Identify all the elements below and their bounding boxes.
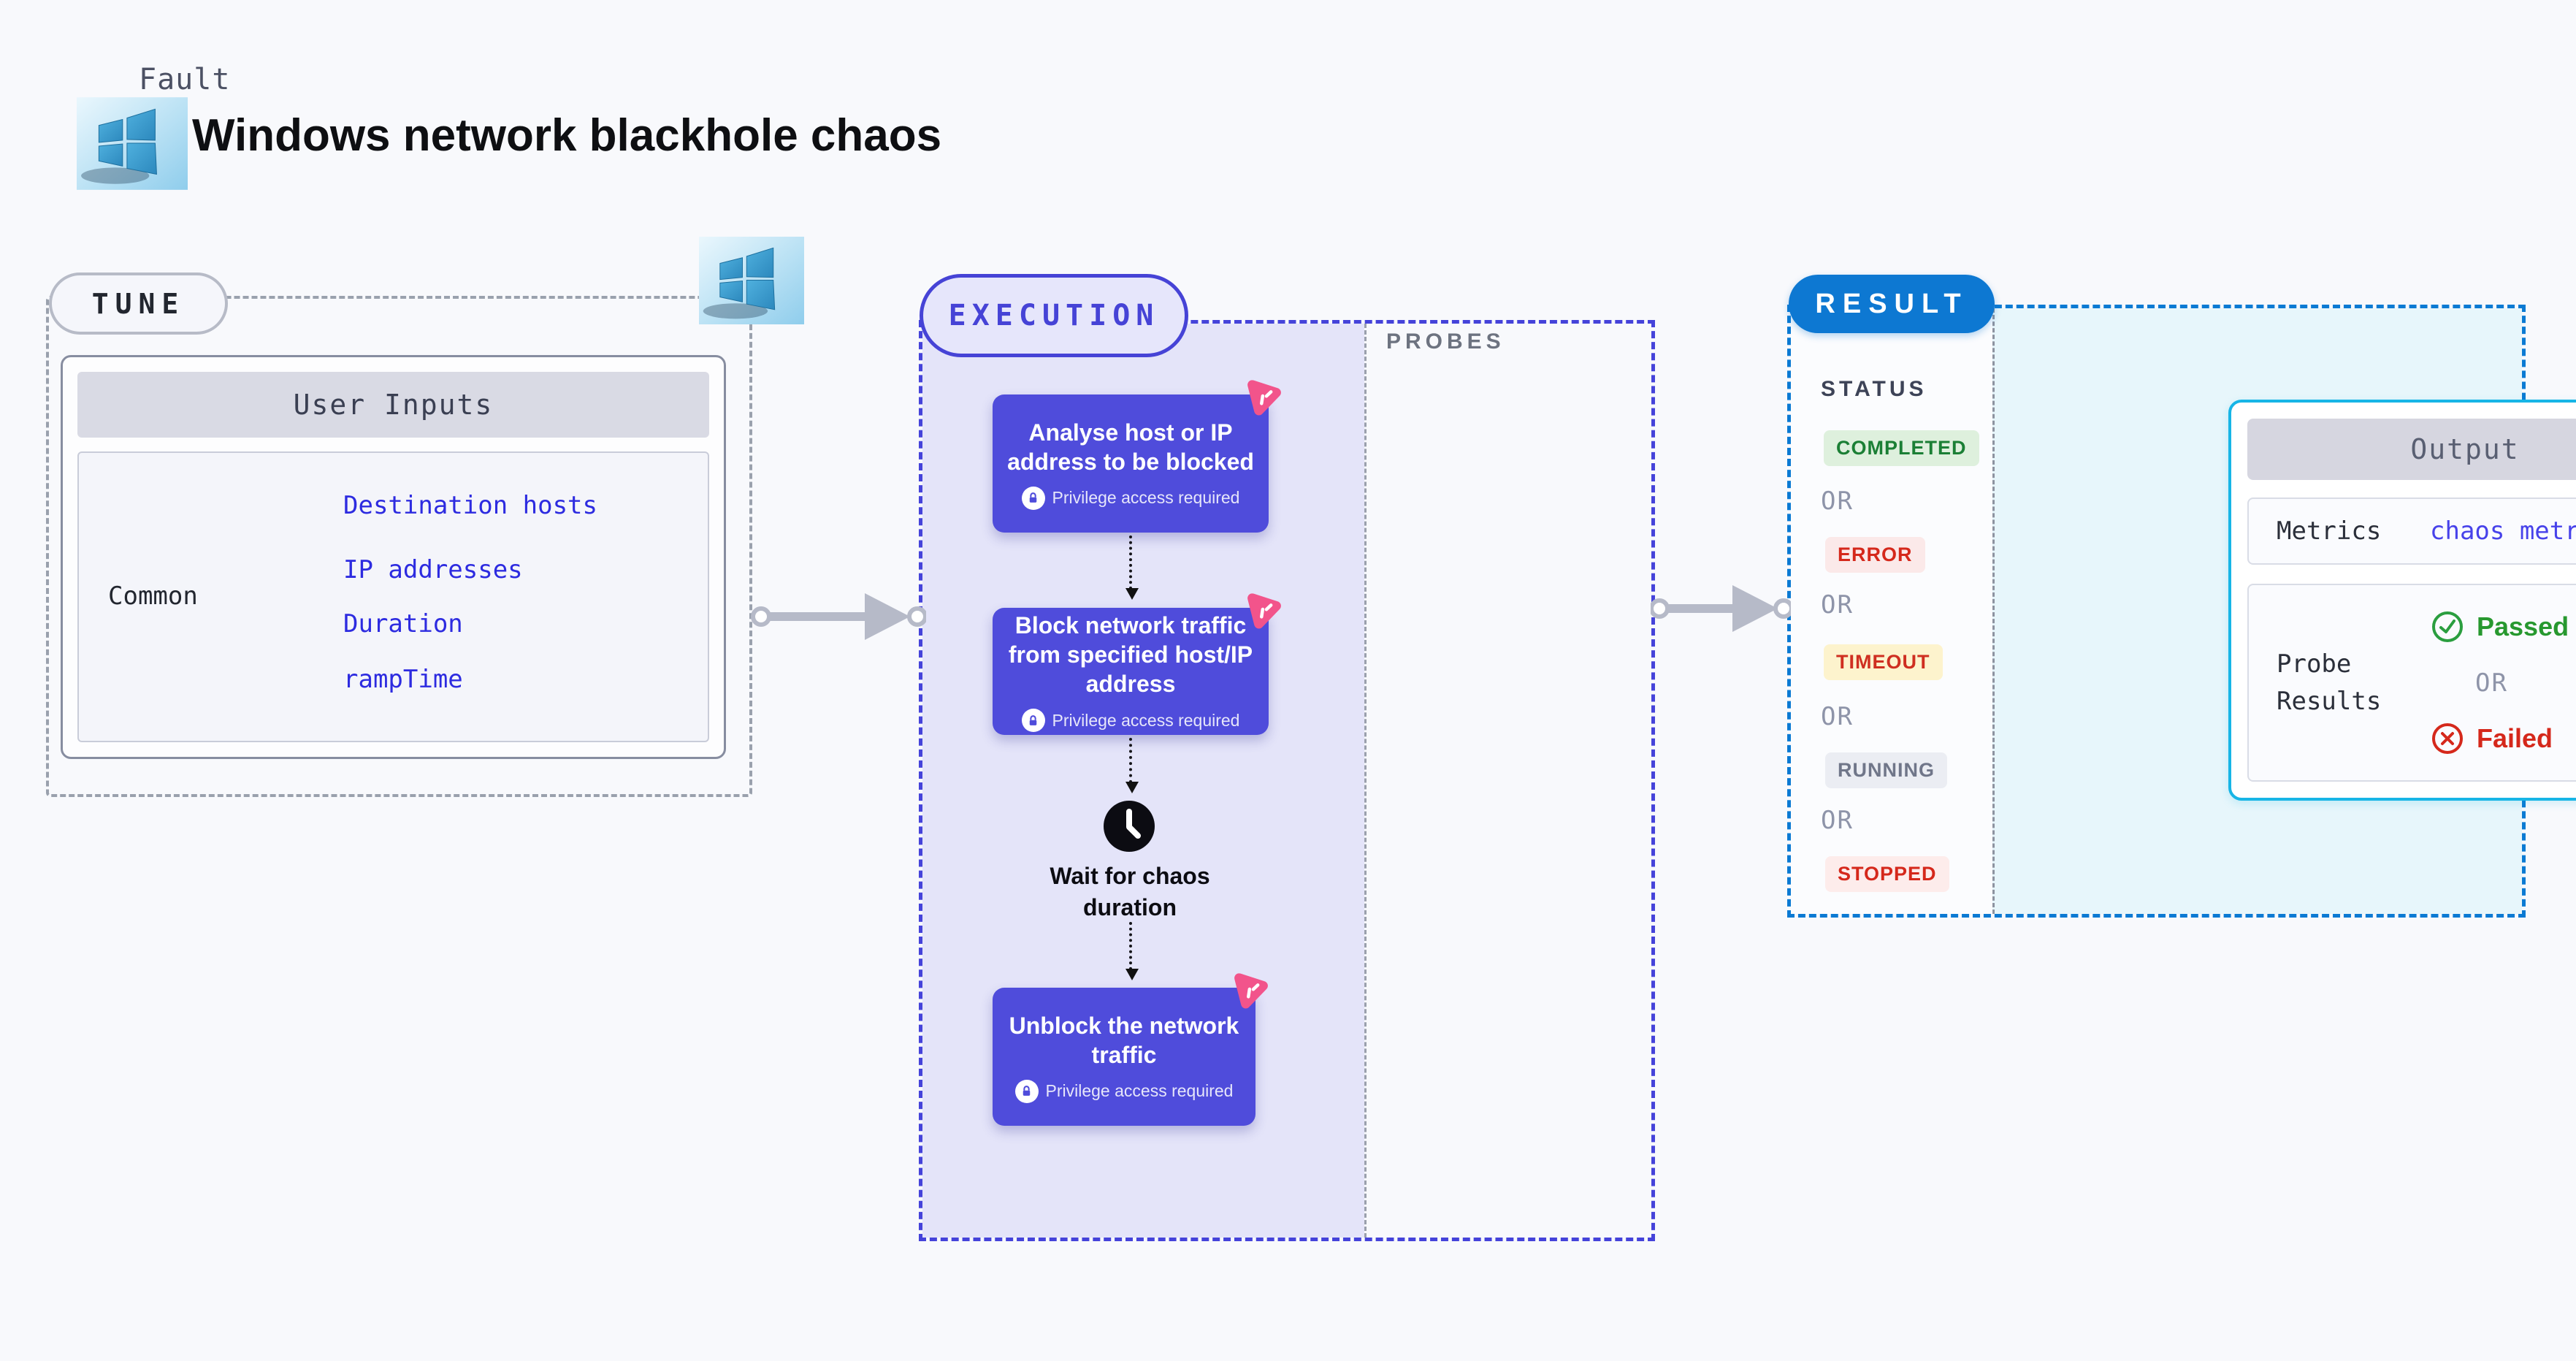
lock-icon (1014, 1079, 1039, 1103)
step-card-block-traffic: Block network traffic from specified hos… (993, 593, 1281, 735)
user-inputs-table: Common Destination hosts IP addresses Du… (77, 451, 709, 742)
execution-pill: EXECUTION (920, 274, 1188, 357)
passed-label: Passed (2477, 611, 2569, 641)
tune-to-execution-arrow (751, 593, 926, 640)
or-separator: OR (1821, 702, 1854, 731)
windows-logo-icon (699, 237, 804, 324)
result-pill: RESULT (1789, 275, 1995, 333)
or-separator: OR (1821, 487, 1854, 516)
link-ip-addresses[interactable]: IP addresses (343, 555, 523, 584)
output-header: Output (2247, 419, 2576, 481)
step-card-unblock: Unblock the network traffic Privilege ac… (993, 973, 1268, 1126)
status-panel: STATUS COMPLETED OR ERROR OR TIMEOUT OR … (1791, 308, 1992, 914)
link-destination-hosts[interactable]: Destination hosts (343, 491, 597, 520)
x-circle-icon (2432, 723, 2463, 755)
user-inputs-header: User Inputs (77, 372, 709, 438)
chaos-experiment-icon (1247, 593, 1281, 629)
page-title: Windows network blackhole chaos (192, 110, 942, 161)
chaos-experiment-icon (1234, 973, 1268, 1009)
user-inputs-card: User Inputs Common Destination hosts IP … (61, 355, 726, 759)
privilege-badge: Privilege access required (1045, 1081, 1234, 1100)
chaos-metrics-link[interactable]: chaos metrics (2430, 516, 2576, 546)
failed-label: Failed (2477, 723, 2553, 754)
probe-results-label: Probe Results (2277, 649, 2382, 716)
status-label: STATUS (1821, 377, 1927, 401)
clock-icon (1104, 801, 1155, 852)
output-card: Output Metrics chaos metrics Probe Resul… (2228, 400, 2576, 801)
step-card-analyse: Analyse host or IP address to be blocked… (993, 380, 1281, 533)
tune-pill: TUNE (49, 272, 228, 335)
or-separator: OR (1821, 590, 1854, 619)
chaos-experiment-icon (1247, 380, 1281, 416)
step-title: Block network traffic from specified hos… (1008, 612, 1253, 697)
step-title: Unblock the network traffic (1009, 1012, 1239, 1068)
flow-connector-arrow (1129, 738, 1132, 783)
metrics-row: Metrics chaos metrics (2247, 497, 2576, 565)
execution-flow-panel: Analyse host or IP address to be blocked… (922, 324, 1364, 1238)
check-circle-icon (2432, 611, 2463, 642)
status-badge-error: ERROR (1825, 537, 1925, 573)
execution-to-result-arrow (1651, 585, 1791, 632)
fault-kicker: Fault (139, 63, 231, 96)
flow-connector-arrow (1129, 922, 1132, 970)
output-panel: Output Metrics chaos metrics Probe Resul… (1992, 308, 2576, 914)
probe-results-row: Probe Results Passed OR (2247, 584, 2576, 782)
tune-section: User Inputs Common Destination hosts IP … (46, 296, 752, 797)
metrics-label: Metrics (2277, 516, 2382, 546)
link-duration[interactable]: Duration (343, 609, 463, 638)
or-separator: OR (2475, 668, 2508, 698)
status-badge-completed: COMPLETED (1824, 430, 1979, 466)
result-section: STATUS COMPLETED OR ERROR OR TIMEOUT OR … (1787, 305, 2576, 918)
probes-label: PROBES (1386, 329, 1505, 354)
probe-failed-item: Failed (2430, 721, 2569, 756)
privilege-badge: Privilege access required (1052, 710, 1240, 730)
step-title: Analyse host or IP address to be blocked (1007, 419, 1254, 475)
wait-step-label: Wait for chaos duration (1050, 863, 1210, 921)
windows-logo-icon (77, 97, 188, 190)
link-ramptime[interactable]: rampTime (343, 665, 463, 694)
or-separator: OR (1821, 806, 1854, 835)
probe-passed-item: Passed (2430, 609, 2569, 644)
lock-icon (1021, 486, 1045, 510)
status-badge-timeout: TIMEOUT (1824, 644, 1943, 680)
lock-icon (1021, 709, 1045, 732)
user-inputs-row-label: Common (108, 582, 198, 611)
flow-connector-arrow (1129, 535, 1132, 590)
execution-section: Analyse host or IP address to be blocked… (919, 320, 2049, 1241)
status-badge-running: RUNNING (1825, 752, 1947, 788)
probes-section: PROBES HTTP PROBE (1364, 324, 2049, 1238)
privilege-badge: Privilege access required (1052, 488, 1240, 507)
status-badge-stopped: STOPPED (1825, 856, 1949, 892)
